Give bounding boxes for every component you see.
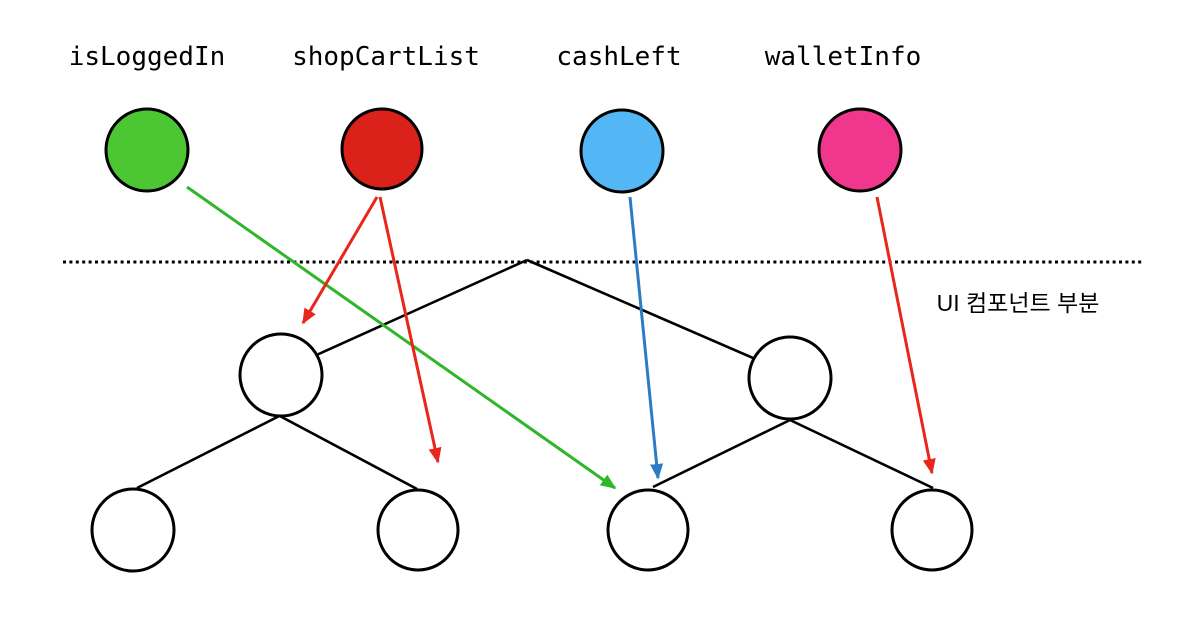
flow-arrow-shopCartList-to-component-left bbox=[301, 196, 379, 325]
tree-edge-4 bbox=[652, 418, 791, 489]
flow-arrow-walletInfo-to-component-leaf-4 bbox=[875, 196, 936, 475]
tree-edge-0 bbox=[280, 258, 528, 373]
store-label-isLoggedIn: isLoggedIn bbox=[68, 42, 226, 72]
store-node-walletInfo bbox=[817, 107, 903, 193]
ui-tree-node-component-leaf-4 bbox=[890, 488, 974, 572]
ui-tree-node-component-right bbox=[747, 335, 833, 421]
store-label-walletInfo: walletInfo bbox=[764, 42, 922, 72]
store-node-isLoggedIn bbox=[104, 107, 190, 193]
tree-edge-3 bbox=[260, 404, 418, 491]
flow-arrow-shopCartList-to-component-leaf-2 bbox=[378, 196, 442, 464]
ui-tree-node-component-leaf-3 bbox=[606, 488, 690, 572]
tree-edge-2 bbox=[136, 403, 302, 490]
ui-tree-node-component-left bbox=[238, 332, 324, 418]
tree-edge-5 bbox=[789, 418, 934, 490]
store-node-cashLeft bbox=[579, 108, 665, 194]
ui-components-section-label: UI 컴포넌트 부분 bbox=[936, 290, 1100, 316]
flow-arrow-isLoggedIn-to-component-leaf-3 bbox=[186, 185, 617, 490]
flow-arrow-cashLeft-to-component-leaf-3 bbox=[628, 196, 664, 480]
store-label-cashLeft: cashLeft bbox=[556, 42, 682, 72]
tree-edge-1 bbox=[526, 258, 791, 376]
store-node-shopCartList bbox=[340, 107, 424, 191]
ui-tree-node-component-leaf-1 bbox=[90, 487, 176, 573]
store-label-shopCartList: shopCartList bbox=[292, 42, 480, 72]
ui-tree-node-component-leaf-2 bbox=[376, 488, 460, 572]
